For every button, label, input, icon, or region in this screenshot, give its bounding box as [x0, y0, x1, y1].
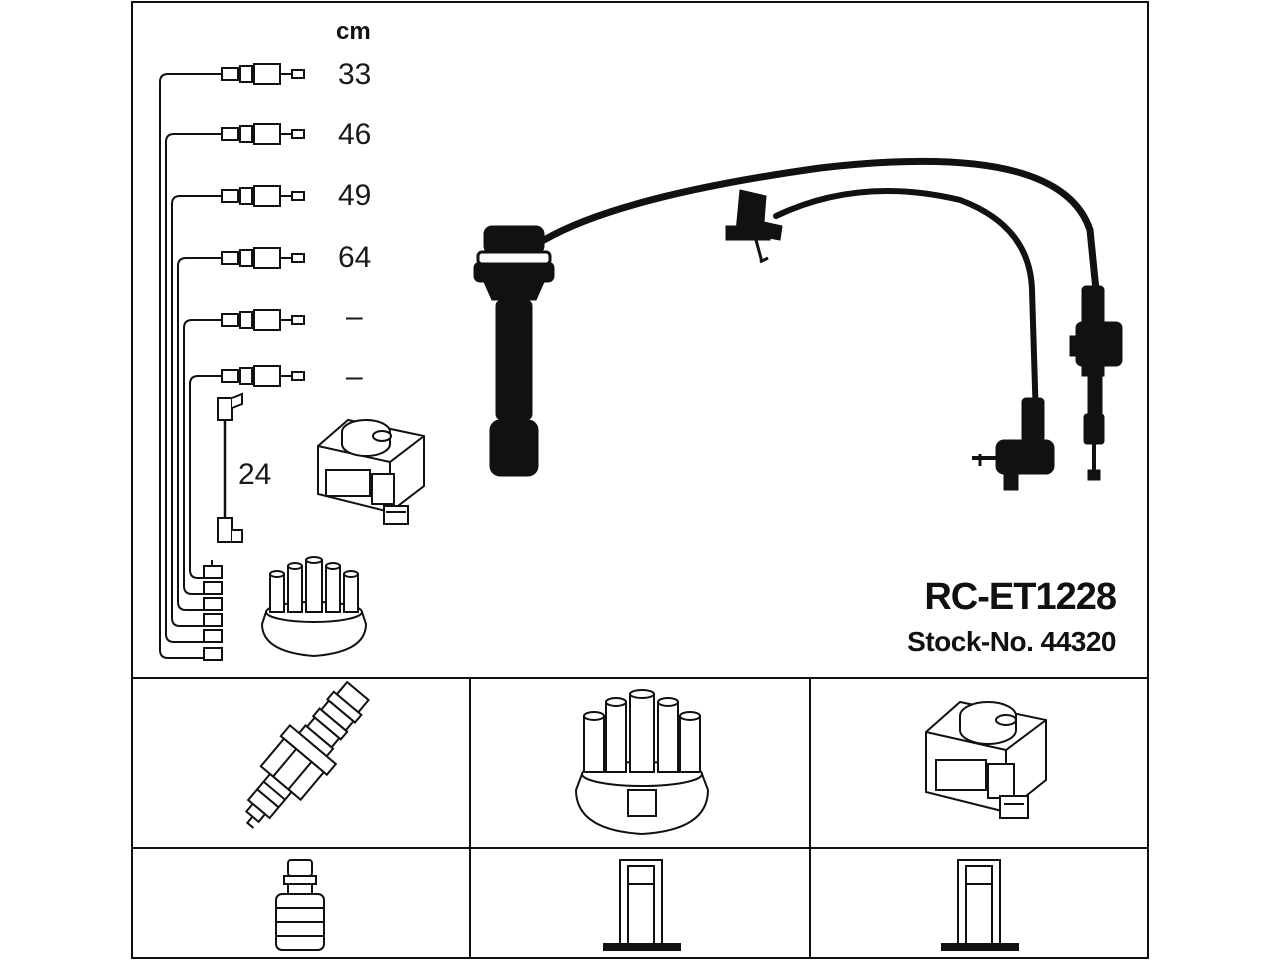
spark-plug-icon [244, 680, 370, 829]
cap-terminal-profile-icon [603, 859, 681, 951]
lead-connector-1 [221, 63, 305, 85]
ignition-coil-small-icon [317, 418, 425, 525]
angled-boot-top [725, 189, 783, 264]
distributor-cap-icon [574, 689, 710, 836]
part-number: RC-ET1228 [924, 576, 1117, 618]
length-unit-label: cm [336, 18, 371, 45]
distributor-cap-small-icon [260, 556, 368, 658]
lead-connector-3 [221, 185, 305, 207]
ignition-coil-icon [925, 700, 1047, 819]
lead-length-4: 64 [338, 241, 372, 274]
lead-connectors [203, 63, 305, 661]
plug-terminal-profile-icon [275, 859, 325, 951]
stock-number: Stock-No. 44320 [907, 626, 1116, 657]
coil-lead-length: 24 [238, 458, 272, 491]
ignition-lead-short [773, 188, 1039, 423]
lead-wires-schematic [159, 73, 222, 659]
lead-length-2: 46 [338, 118, 372, 151]
angled-boot-bottom [972, 397, 1055, 491]
coil-terminal-profile-icon [941, 859, 1019, 951]
coil-lead-schematic [217, 392, 243, 543]
lead-length-5: – [346, 300, 363, 333]
diagram-frame [131, 1, 1149, 959]
lead-length-3: 49 [338, 179, 372, 212]
ignition-lead-long [540, 157, 1100, 294]
lead-connector-5 [221, 309, 305, 331]
lead-length-1: 33 [338, 58, 372, 91]
lead-connector-6 [221, 365, 305, 387]
ignition-lead-set-illustration [473, 157, 1123, 491]
lead-connector-4 [221, 247, 305, 269]
lead-length-6: – [346, 360, 363, 393]
inline-connector [1069, 285, 1123, 481]
spark-plug-boot [473, 225, 555, 477]
distributor-terminals [203, 560, 223, 661]
lead-connector-2 [221, 123, 305, 145]
